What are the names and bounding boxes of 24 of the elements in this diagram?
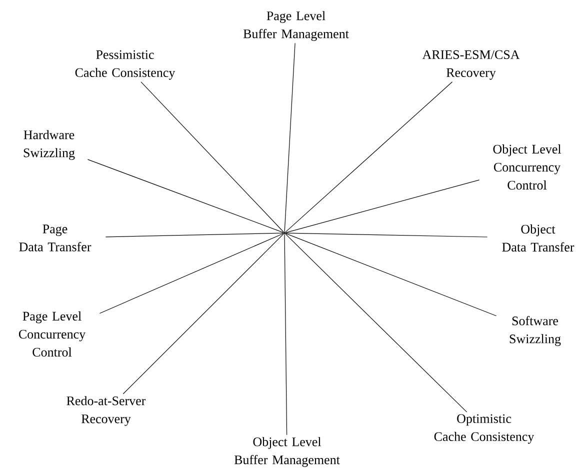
axis-line bbox=[285, 234, 468, 412]
axis-label: Object Level Buffer Management bbox=[234, 437, 340, 467]
axis-label: Pessimistic Cache Consistency bbox=[75, 50, 176, 80]
axis-line bbox=[285, 232, 488, 238]
axis-label: Software Swizzling bbox=[510, 316, 561, 346]
axis-label: Page Level Concurrency Control bbox=[18, 311, 86, 357]
axis-label: ARIES-ESM/CSA Recovery bbox=[422, 50, 520, 80]
axis-line bbox=[105, 232, 284, 238]
axis-label: Page Level Buffer Management bbox=[243, 11, 349, 41]
axis-label: Object Level Concurrency Control bbox=[493, 144, 562, 190]
axis-line bbox=[284, 42, 296, 232]
axis-line bbox=[87, 159, 284, 233]
axis-line bbox=[285, 180, 480, 233]
axis-line bbox=[284, 234, 288, 436]
axis-line bbox=[285, 82, 453, 232]
axis-label: Redo-at-Server Recovery bbox=[66, 396, 146, 426]
axis-line bbox=[140, 82, 284, 232]
axis-line bbox=[99, 233, 284, 314]
axis-line bbox=[122, 234, 284, 394]
axis-label: Optimistic Cache Consistency bbox=[434, 414, 534, 444]
axis-line bbox=[285, 233, 497, 316]
axis-label: Hardware Swizzling bbox=[24, 130, 75, 160]
axis-label: Object Data Transfer bbox=[502, 224, 574, 252]
axis-label: Page Data Transfer bbox=[19, 224, 92, 252]
